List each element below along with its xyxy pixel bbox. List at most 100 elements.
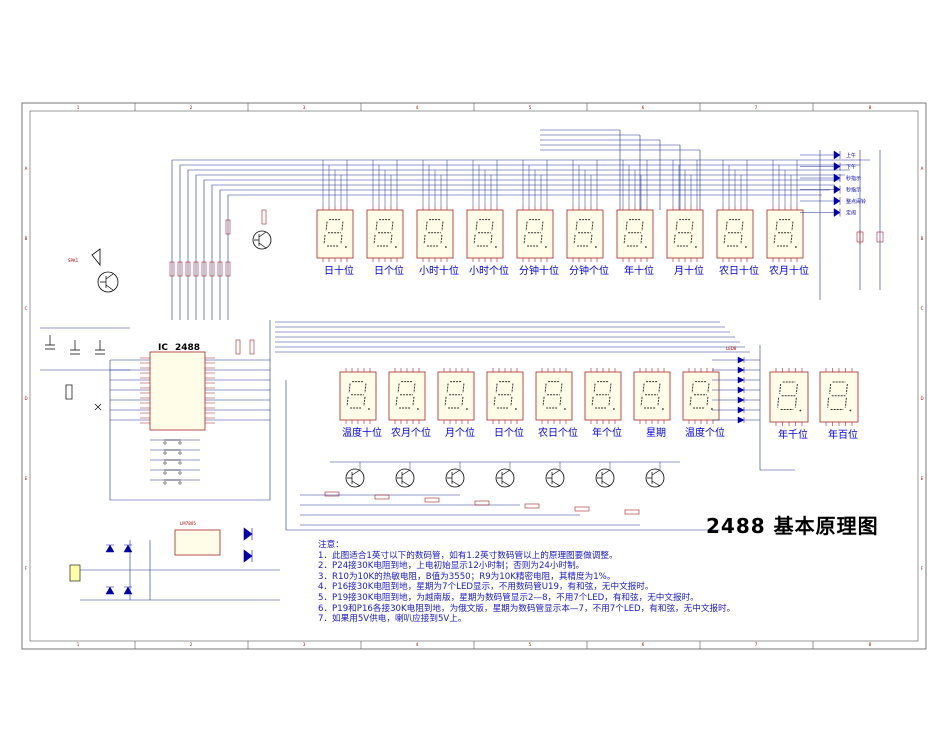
seven-segment-display: 年个位 xyxy=(584,368,622,439)
frame-row-letter: C xyxy=(25,306,28,311)
regulator-label: LM7805 xyxy=(180,521,196,526)
led-label: 秒指示 xyxy=(846,175,861,182)
transistor-q8-icon xyxy=(252,230,272,250)
digit-label: 年个位 xyxy=(592,426,622,439)
led-label: 上午 xyxy=(846,152,856,159)
digit-label: 年十位 xyxy=(624,264,654,277)
frame-row-letter: B xyxy=(921,236,924,241)
digit-label: 年千位 xyxy=(778,428,808,441)
led-icon xyxy=(737,386,745,394)
frame-column-number: 7 xyxy=(755,642,758,647)
led-column-label: LED8 xyxy=(726,346,737,351)
main-ic: IC 2488 xyxy=(140,343,215,431)
frame-column-number: 1 xyxy=(77,105,80,110)
frame-row-letter: F xyxy=(921,566,924,571)
transistor-icon xyxy=(495,468,515,488)
regulator-body xyxy=(174,529,221,556)
led-icon xyxy=(833,185,841,194)
led-label: 整点闹铃 xyxy=(846,198,866,205)
transistor-row xyxy=(324,462,665,515)
seven-segment-display: 日十位 xyxy=(316,206,354,277)
note-item: 5．P19接30K电阻到地，为越南版，星期为数码管显示2—8，不用7个LED，有… xyxy=(318,592,699,603)
frame-column-number: 8 xyxy=(869,105,872,110)
digit-label: 小时十位 xyxy=(419,264,459,277)
frame-row-letter: B xyxy=(25,236,28,241)
frame-row-letter: E xyxy=(921,476,924,481)
frame-column-number: 6 xyxy=(642,105,645,110)
digit-label: 分钟个位 xyxy=(569,264,609,277)
digit-label: 月十位 xyxy=(674,264,704,277)
notes-heading: 注意： xyxy=(318,540,344,550)
notes-block: 注意： 1．此图适合1英寸以下的数码管，如有1.2英寸数码管以上的原理图要做调整… xyxy=(318,540,735,625)
led-column: LED8 xyxy=(712,346,760,424)
transistor-icon xyxy=(395,468,415,488)
led-icon xyxy=(737,416,745,424)
digit-label: 年百位 xyxy=(828,428,858,441)
frame-column-number: 1 xyxy=(77,642,80,647)
page-title: 2488 基本原理图 xyxy=(706,514,879,538)
diode-icon xyxy=(105,586,115,595)
seven-segment-display: 温度十位 xyxy=(339,368,382,439)
frame-column-number: 2 xyxy=(190,105,193,110)
frame-column-number: 3 xyxy=(303,642,306,647)
frame-column-number: 6 xyxy=(642,642,645,647)
seven-segment-display: 年百位 xyxy=(819,368,859,441)
bottom-digit-row: 温度十位农月个位月个位日个位农日个位年个位星期温度个位 xyxy=(339,368,725,439)
transistor-icon xyxy=(545,468,565,488)
frame-column-number: 5 xyxy=(529,105,532,110)
power-section: LM7805 xyxy=(69,521,253,595)
digit-label: 农月个位 xyxy=(391,426,431,439)
speaker-circuit: SPK1 xyxy=(68,230,272,293)
digit-label: 温度十位 xyxy=(342,426,382,439)
wiring xyxy=(80,129,881,601)
note-item: 1．此图适合1英寸以下的数码管，如有1.2英寸数码管以上的原理图要做调整。 xyxy=(318,550,618,561)
digit-label: 农日十位 xyxy=(719,264,759,277)
led-label: 秒指示 xyxy=(846,187,861,194)
button-group xyxy=(163,439,182,485)
seven-segment-display: 日个位 xyxy=(486,368,524,439)
transistor-icon xyxy=(345,468,365,488)
transistor-icon xyxy=(445,468,465,488)
seven-segment-display: 日个位 xyxy=(366,206,404,277)
crystal-icon xyxy=(65,384,73,400)
digit-label: 月个位 xyxy=(445,426,475,439)
transistor-icon xyxy=(645,468,665,488)
frame-column-number: 4 xyxy=(416,642,419,647)
ic-name: 2488 xyxy=(175,343,200,353)
left-components xyxy=(40,327,130,411)
right-digit-row: 年千位 年百位 xyxy=(769,368,859,441)
note-item: 3．R10为10K的热敏电阻，B值为3550；R9为10K精密电阻，其精度为1%… xyxy=(318,571,616,582)
frame-row-letter: D xyxy=(920,396,923,401)
frame-column-number: 4 xyxy=(416,105,419,110)
seven-segment-display: 月十位 xyxy=(666,206,704,277)
ic-body xyxy=(149,351,206,431)
seven-segment-display: 星期 xyxy=(633,368,671,439)
note-item: 7．如果用5V供电，喇叭应接到5V上。 xyxy=(318,614,467,625)
frame-column-number: 8 xyxy=(869,642,872,647)
transistor-icon xyxy=(97,271,119,293)
led-icon xyxy=(737,356,745,364)
ic-prefix: IC xyxy=(158,343,168,353)
digit-label: 农日个位 xyxy=(538,426,578,439)
led-icon xyxy=(737,366,745,374)
seven-segment-display: 年千位 xyxy=(769,368,809,441)
seven-segment-display: 小时个位 xyxy=(466,206,509,277)
seven-segment-display: 分钟个位 xyxy=(566,206,609,277)
resistor-column xyxy=(169,209,267,355)
frame-row-letter: A xyxy=(25,166,28,171)
led-icon xyxy=(737,376,745,384)
digit-label: 日十位 xyxy=(324,264,354,277)
diode-icon xyxy=(123,586,133,595)
digit-label: 分钟十位 xyxy=(519,264,559,277)
seven-segment-display: 农日个位 xyxy=(535,368,578,439)
diode-icon xyxy=(123,544,133,553)
seven-segment-display: 小时十位 xyxy=(416,206,459,277)
led-label: 下午 xyxy=(846,164,856,171)
frame-row-letter: E xyxy=(25,476,28,481)
diode-icon xyxy=(105,544,115,553)
note-item: 6．P19和P16各接30K电阻到地，为俄文版，星期为数码管显示本—7，不用7个… xyxy=(318,603,736,614)
